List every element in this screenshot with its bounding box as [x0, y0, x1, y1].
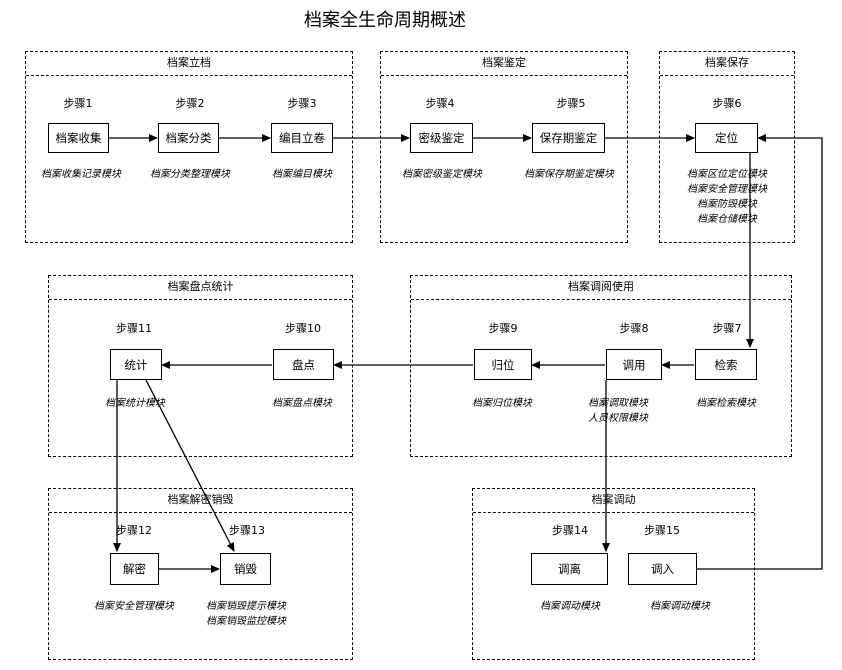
- group-preservation-header: 档案保存: [660, 52, 794, 76]
- group-preservation: 档案保存: [659, 51, 795, 243]
- step-1-label: 步骤1: [63, 97, 93, 110]
- group-archiving-header: 档案立档: [26, 52, 352, 76]
- desc-search: 档案检索模块: [696, 398, 756, 409]
- step-7-label: 步骤7: [712, 322, 742, 335]
- node-in[interactable]: 调入: [628, 553, 697, 585]
- desc-locate-line-2: 档案安全管理模块: [687, 184, 767, 195]
- group-inventory: 档案盘点统计: [48, 275, 353, 457]
- group-declassify-header: 档案解密销毁: [49, 489, 352, 513]
- node-return[interactable]: 归位: [474, 349, 532, 380]
- step-2-label: 步骤2: [175, 97, 205, 110]
- node-catalog[interactable]: 编目立卷: [271, 123, 333, 153]
- arrow-stats-to-destroy: [145, 379, 235, 552]
- group-access: 档案调阅使用: [410, 275, 792, 457]
- step-13-label: 步骤13: [229, 524, 265, 537]
- group-inventory-header: 档案盘点统计: [49, 276, 352, 300]
- node-secret[interactable]: 密级鉴定: [410, 123, 473, 153]
- desc-use: 档案调取模块 人员权限模块: [588, 396, 648, 426]
- desc-locate: 档案区位定位模块 档案安全管理模块 档案防毁模块 档案仓储模块: [687, 167, 767, 227]
- desc-decrypt: 档案安全管理模块: [94, 601, 174, 612]
- desc-locate-line-1: 档案区位定位模块: [687, 169, 767, 180]
- step-10-label: 步骤10: [285, 322, 321, 335]
- node-out[interactable]: 调离: [531, 553, 608, 585]
- node-period[interactable]: 保存期鉴定: [532, 123, 605, 153]
- step-4-label: 步骤4: [425, 97, 455, 110]
- node-destroy[interactable]: 销毁: [220, 553, 271, 585]
- step-12-label: 步骤12: [116, 524, 152, 537]
- desc-locate-line-3: 档案防毁模块: [697, 199, 757, 210]
- desc-collect: 档案收集记录模块: [41, 169, 121, 180]
- desc-use-line-1: 档案调取模块: [588, 398, 648, 409]
- desc-return: 档案归位模块: [472, 398, 532, 409]
- node-decrypt[interactable]: 解密: [110, 553, 159, 585]
- group-access-header: 档案调阅使用: [411, 276, 791, 300]
- diagram-title: 档案全生命周期概述: [304, 10, 466, 31]
- step-6-label: 步骤6: [712, 97, 742, 110]
- desc-in: 档案调动模块: [650, 601, 710, 612]
- node-stats[interactable]: 统计: [110, 349, 162, 380]
- step-5-label: 步骤5: [556, 97, 586, 110]
- desc-locate-line-4: 档案仓储模块: [697, 214, 757, 225]
- node-classify[interactable]: 档案分类: [158, 123, 219, 153]
- step-14-label: 步骤14: [552, 524, 588, 537]
- arrow-in-to-locate: [697, 134, 823, 570]
- node-count[interactable]: 盘点: [273, 349, 334, 380]
- desc-destroy: 档案销毁提示模块 档案销毁监控模块: [206, 599, 286, 629]
- desc-destroy-line-1: 档案销毁提示模块: [206, 601, 286, 612]
- desc-count: 档案盘点模块: [272, 398, 332, 409]
- desc-catalog: 档案编目模块: [272, 169, 332, 180]
- step-11-label: 步骤11: [116, 322, 152, 335]
- desc-stats: 档案统计模块: [105, 398, 165, 409]
- group-archiving: 档案立档: [25, 51, 353, 243]
- desc-secret: 档案密级鉴定模块: [402, 169, 482, 180]
- node-collect[interactable]: 档案收集: [48, 123, 109, 153]
- node-search[interactable]: 检索: [695, 349, 757, 380]
- desc-classify: 档案分类整理模块: [150, 169, 230, 180]
- node-locate[interactable]: 定位: [695, 123, 758, 153]
- group-appraisal-header: 档案鉴定: [381, 52, 627, 76]
- group-transfer-header: 档案调动: [473, 489, 754, 513]
- step-8-label: 步骤8: [619, 322, 649, 335]
- step-3-label: 步骤3: [287, 97, 317, 110]
- group-transfer: 档案调动: [472, 488, 755, 660]
- desc-out: 档案调动模块: [540, 601, 600, 612]
- desc-destroy-line-2: 档案销毁监控模块: [206, 616, 286, 627]
- node-use[interactable]: 调用: [606, 349, 662, 380]
- step-15-label: 步骤15: [644, 524, 680, 537]
- step-9-label: 步骤9: [488, 322, 518, 335]
- group-declassify: 档案解密销毁: [48, 488, 353, 660]
- desc-use-line-2: 人员权限模块: [588, 413, 648, 424]
- desc-period: 档案保存期鉴定模块: [524, 169, 614, 180]
- group-appraisal: 档案鉴定: [380, 51, 628, 243]
